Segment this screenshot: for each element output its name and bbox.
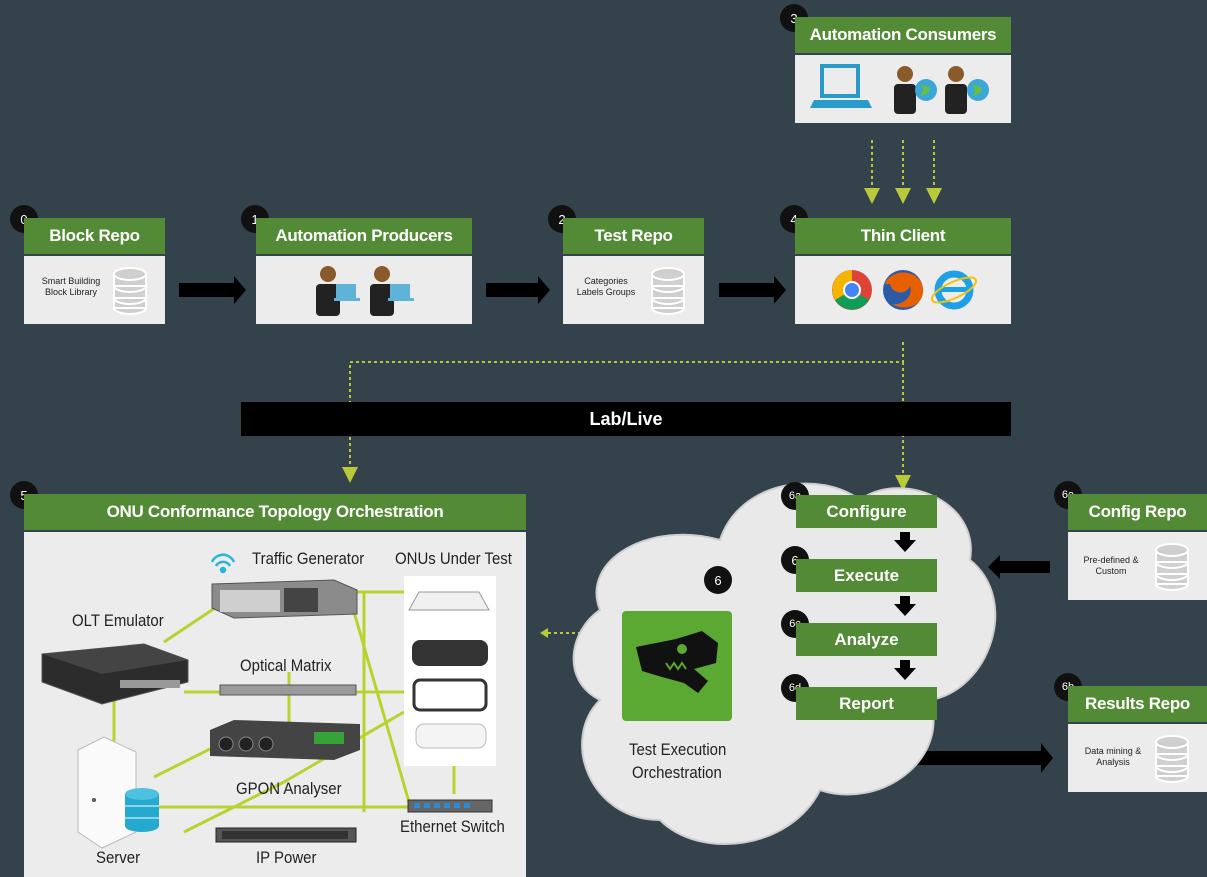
consumers-title: Automation Consumers (795, 17, 1011, 53)
results-repo-title: Results Repo (1068, 686, 1207, 722)
olt-emulator-device (41, 643, 189, 705)
producers-title: Automation Producers (256, 218, 472, 254)
producers-panel (256, 256, 472, 324)
database-icon (1155, 735, 1189, 783)
cloud-label-line2: Orchestration (632, 763, 722, 782)
results-repo-text: Data mining & Analysis (1084, 746, 1142, 767)
database-icon (651, 267, 685, 315)
olt-emulator-label: OLT Emulator (72, 611, 164, 630)
ip-power-label: IP Power (256, 848, 317, 867)
cloud-number: 6 (704, 566, 732, 594)
wifi-icon (210, 553, 236, 574)
internet-explorer-icon (930, 270, 978, 310)
traffic-generator-device (211, 579, 358, 619)
test-repo-text: Categories Labels Groups (576, 276, 636, 297)
gpon-analyser-device (210, 720, 360, 760)
test-repo-title: Test Repo (563, 218, 704, 254)
step-down-arrows (894, 532, 916, 680)
topology-diagram (41, 553, 496, 849)
step-execute: Execute (796, 559, 937, 592)
server-label: Server (96, 848, 141, 867)
step-analyze: Analyze (796, 623, 937, 656)
dinosaur-logo-icon (622, 611, 732, 721)
producer-people-icon (316, 266, 414, 316)
cloud-label-line1: Test Execution (629, 740, 727, 759)
step-report: Report (796, 687, 937, 720)
step-configure: Configure (796, 495, 937, 528)
database-icon (113, 267, 147, 315)
topology-links (112, 590, 456, 834)
onus-under-test-label: ONUs Under Test (395, 549, 512, 568)
ethernet-switch-label: Ethernet Switch (400, 817, 505, 836)
block-repo-title: Block Repo (24, 218, 165, 254)
firefox-icon (883, 270, 924, 310)
consumer-devices-icon (810, 64, 989, 114)
server-device (77, 736, 137, 849)
optical-matrix-label: Optical Matrix (240, 656, 332, 675)
traffic-generator-label: Traffic Generator (252, 549, 365, 568)
browser-icons (832, 270, 978, 310)
ethernet-switch-device (407, 799, 493, 813)
onu-devices (408, 591, 490, 749)
chrome-icon (832, 270, 872, 310)
onu-title: ONU Conformance Topology Orchestration (24, 494, 526, 530)
config-repo-text: Pre-defined & Custom (1083, 555, 1139, 576)
optical-matrix-device (219, 684, 357, 696)
thin-client-title: Thin Client (795, 218, 1011, 254)
database-icon (125, 788, 159, 832)
consumers-to-thinclient-arrows (864, 140, 942, 204)
ip-power-device (215, 827, 357, 843)
black-flow-arrows (179, 276, 1053, 773)
lab-live-bar: Lab/Live (241, 402, 1011, 436)
gpon-analyser-label: GPON Analyser (236, 779, 342, 798)
block-repo-text: Smart Building Block Library (41, 276, 101, 297)
config-repo-title: Config Repo (1068, 494, 1207, 530)
database-icon (1155, 543, 1189, 591)
